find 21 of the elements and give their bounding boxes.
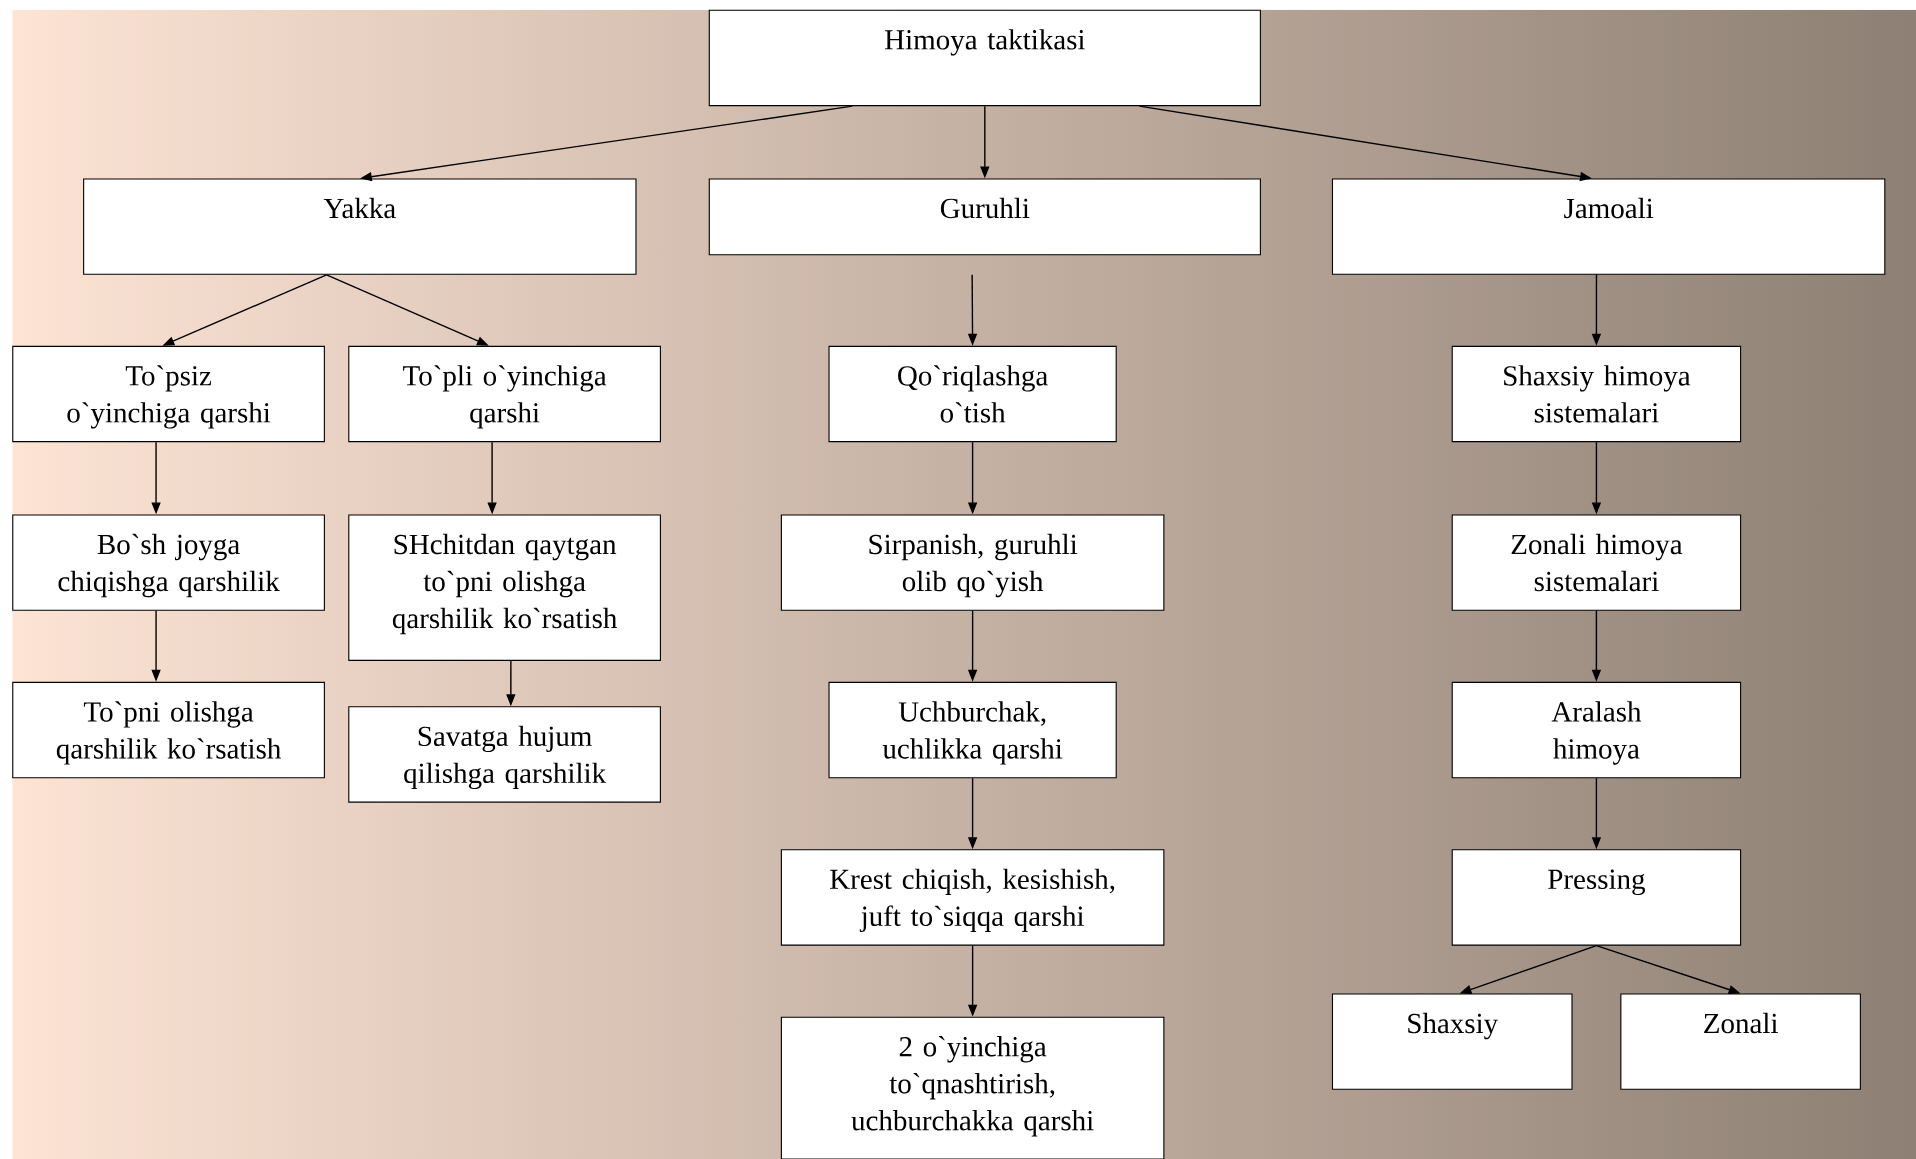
text-box: Bo`sh joyga chiqishga qarshilik xyxy=(12,514,325,611)
text-box: To`pli o`yinchiga qarshi xyxy=(348,345,661,443)
text-box: Qo`riqlashga o`tish xyxy=(828,345,1117,443)
text-box: Pressing xyxy=(1451,849,1742,946)
text-box: To`psiz o`yinchiga qarshi xyxy=(12,345,325,443)
text-box: Shaxsiy xyxy=(1331,993,1573,1090)
text-box: To`pni olishga qarshilik ko`rsatish xyxy=(12,681,325,779)
text-box: Krest chiqish, kesishish, juft to`siqqa qarshi xyxy=(780,849,1165,946)
text-box: 2 o`yinchiga to`qnashtirish, uchburchakka qarshi xyxy=(780,1016,1165,1159)
text-box: Sirpanish, guruhli olib qo`yish xyxy=(780,514,1165,611)
text-box: Zonali xyxy=(1620,993,1861,1090)
text-box: SHchitdan qaytgan to`pni olishga qarshilik ko`rsatish xyxy=(348,514,661,661)
text-box: Uchburchak, uchlikka qarshi xyxy=(828,681,1117,779)
text-box: Jamoali xyxy=(1331,178,1886,275)
text-box: Guruhli xyxy=(708,178,1261,256)
text-box: Yakka xyxy=(83,178,637,275)
text-box: Shaxsiy himoya sistemalari xyxy=(1451,345,1742,443)
text-box: Himoya taktikasi xyxy=(708,9,1261,107)
text-box: Zonali himoya sistemalari xyxy=(1451,514,1742,611)
text-box: Aralash himoya xyxy=(1451,681,1742,779)
text-box: Savatga hujum qilishga qarshilik xyxy=(348,706,661,803)
